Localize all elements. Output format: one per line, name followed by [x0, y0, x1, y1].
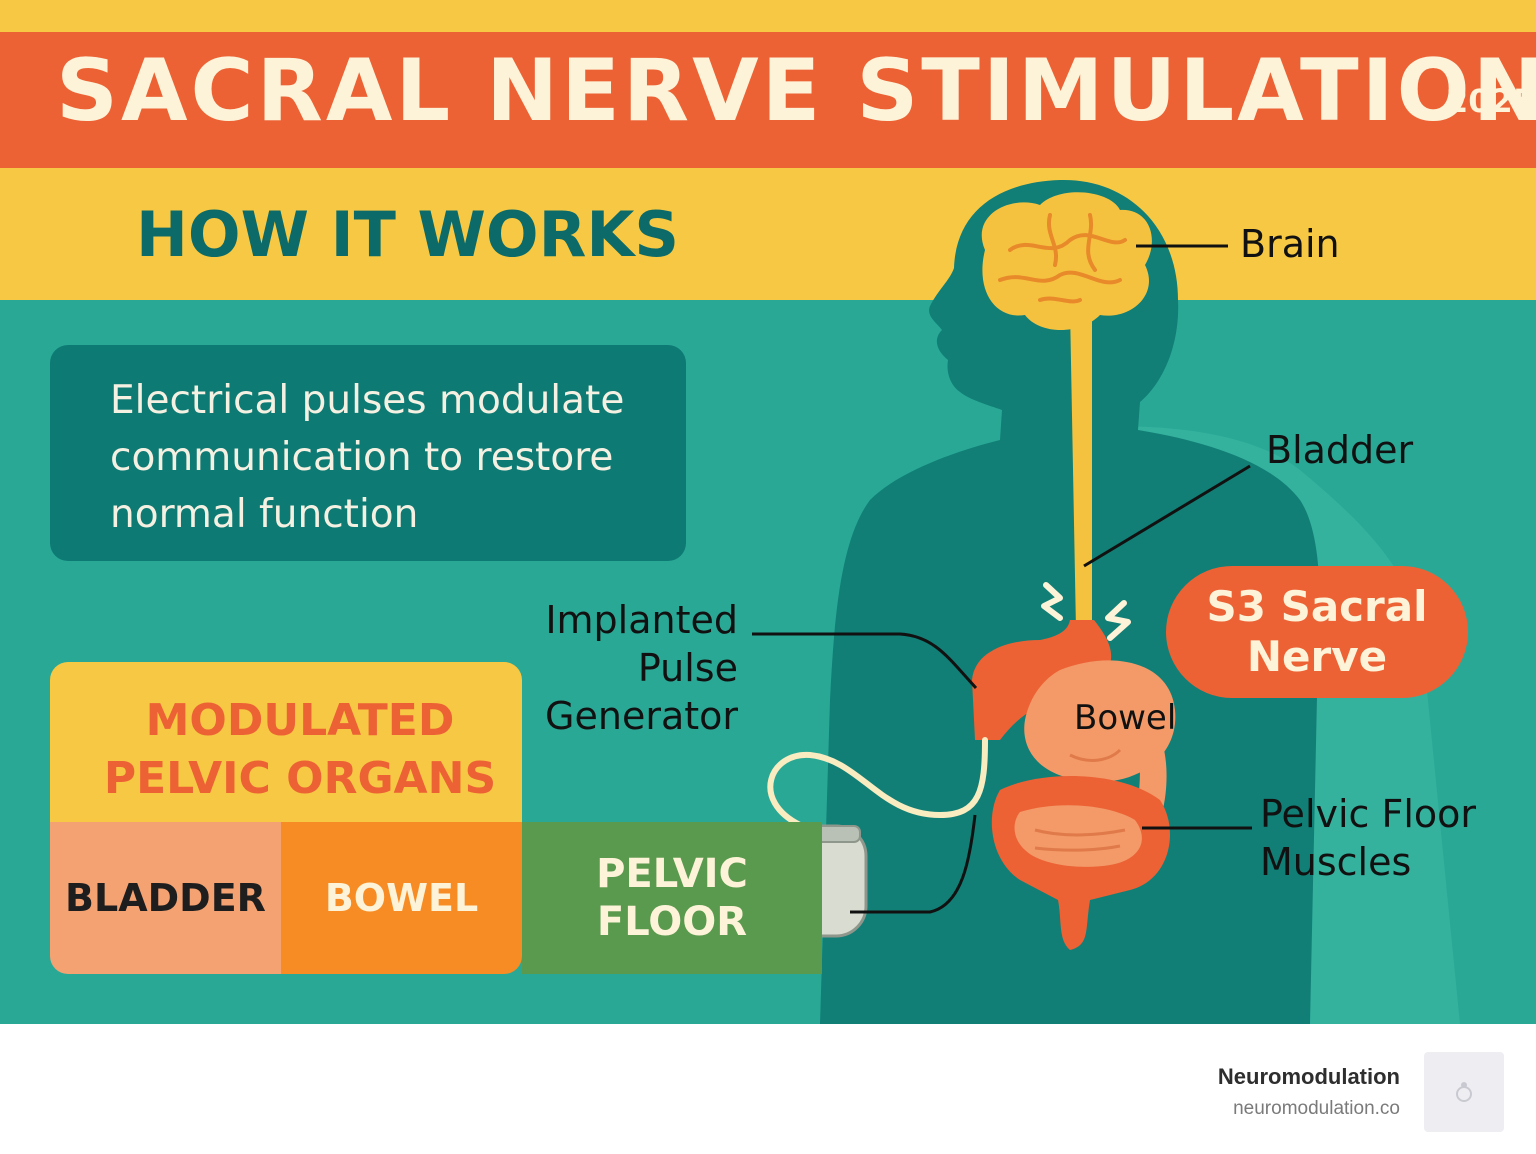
leader-line-bladder [1083, 464, 1251, 568]
brain-shape [981, 192, 1152, 330]
label-bladder: Bladder [1266, 428, 1414, 472]
lightning-bolt-right [1105, 600, 1131, 641]
organ-cell-pelvic-floor: PELVIC FLOOR [522, 822, 822, 974]
organs-card-title: MODULATED PELVIC ORGANS [103, 695, 497, 804]
poster-title: SACRAL NERVE STIMULATION [56, 41, 1536, 141]
poster-year: 2025 [1446, 82, 1536, 120]
intestines-shape [991, 776, 1170, 950]
logo-mark-icon [1456, 1082, 1472, 1102]
label-bowel: Bowel [1074, 698, 1177, 738]
organ-cell-bowel: BOWEL [281, 822, 522, 974]
organs-card: MODULATED PELVIC ORGANS BLADDER BOWEL [50, 662, 522, 974]
leader-line-generator [752, 632, 978, 690]
info-text: Electrical pulses modulate communication… [110, 378, 625, 537]
s3-sacral-nerve-label: S3 Sacral Nerve [1206, 582, 1428, 681]
brand-logo-icon [1424, 1052, 1504, 1132]
s3-sacral-nerve-badge: S3 Sacral Nerve [1166, 566, 1468, 698]
info-box [50, 345, 686, 561]
top-accent-band [0, 0, 1536, 32]
organ-cell-bladder: BLADDER [50, 822, 281, 974]
spinal-cord [1070, 308, 1092, 630]
title-band [0, 32, 1536, 168]
label-pelvic-floor-muscles: Pelvic Floor Muscles [1260, 792, 1477, 884]
lead-wire [767, 737, 988, 828]
lightning-bolt-left [1041, 582, 1063, 621]
bladder-organ [972, 620, 1112, 740]
poster-subtitle: HOW IT WORKS [136, 198, 680, 271]
organ-cell-pelvic-floor-label: PELVIC FLOOR [596, 851, 748, 945]
label-brain: Brain [1240, 222, 1340, 266]
subtitle-band [0, 168, 1536, 300]
bowel-organ [1024, 660, 1176, 782]
leader-line-generator-device [850, 814, 977, 914]
organs-card-header [50, 662, 522, 822]
infographic-poster: SACRAL NERVE STIMULATION 2025 HOW IT WOR… [0, 0, 1536, 1024]
footer-brand-name: Neuromodulation [1217, 1064, 1400, 1089]
footer-brand-url[interactable]: neuromodulation.co [1233, 1098, 1400, 1119]
label-implanted-pulse-generator: Implanted Pulse Generator [545, 598, 738, 738]
